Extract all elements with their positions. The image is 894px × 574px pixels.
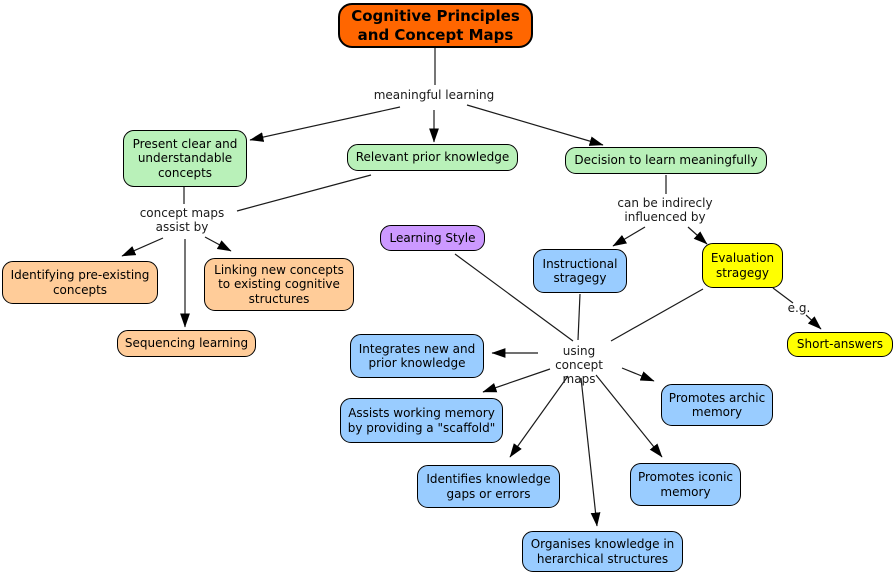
- edge-relevant-prior-to-assist-by: [236, 174, 372, 212]
- edge-using-to-organises: [580, 377, 601, 527]
- edge-using-to-promotes-archic: [621, 367, 655, 382]
- node-learning-style[interactable]: Learning Style: [380, 225, 485, 251]
- linking-phrase-meaningful-learning[interactable]: meaningful learning: [373, 88, 495, 102]
- edge-instructional-to-using: [577, 293, 581, 341]
- node-cognitive-principles-title-label: Cognitive Principles and Concept Maps: [351, 6, 520, 44]
- node-identifies-knowledge-gaps[interactable]: Identifies knowledge gaps or errors: [417, 465, 560, 508]
- node-evaluation-strategy[interactable]: Evaluation stragegy: [702, 243, 783, 288]
- node-learning-style-label: Learning Style: [389, 230, 476, 245]
- node-promotes-iconic-memory-label: Promotes iconic memory: [637, 470, 734, 499]
- node-identifying-preexisting-concepts[interactable]: Identifying pre-existing concepts: [2, 261, 158, 304]
- edge-evaluation-to-using: [610, 288, 704, 342]
- node-integrates-knowledge[interactable]: Integrates new and prior knowledge: [350, 334, 484, 378]
- node-instructional-strategy[interactable]: Instructional stragegy: [533, 249, 627, 293]
- node-linking-new-concepts[interactable]: Linking new concepts to existing cogniti…: [204, 258, 354, 311]
- node-identifies-knowledge-gaps-label: Identifies knowledge gaps or errors: [426, 472, 551, 501]
- node-sequencing-learning-label: Sequencing learning: [124, 336, 249, 351]
- node-linking-new-concepts-label: Linking new concepts to existing cogniti…: [214, 263, 344, 306]
- edge-assist-to-identifying: [121, 237, 164, 257]
- linking-phrase-indirectly-influenced-by[interactable]: can be indirecly influenced by: [617, 196, 713, 224]
- edge-eg-to-short-answers: [805, 314, 822, 330]
- node-short-answers[interactable]: Short-answers: [787, 332, 893, 357]
- linking-phrase-using-concept-maps[interactable]: using concept maps: [555, 344, 603, 386]
- linking-phrase-concept-maps-assist-by[interactable]: concept maps assist by: [139, 206, 225, 234]
- edge-meaningful-to-decision: [466, 104, 604, 146]
- node-organises-knowledge[interactable]: Organises knowledge in herarchical struc…: [522, 531, 683, 572]
- linking-phrase-eg[interactable]: e.g.: [787, 301, 811, 315]
- node-decision-learn-meaningfully[interactable]: Decision to learn meaningfully: [565, 147, 767, 174]
- node-instructional-strategy-label: Instructional stragegy: [542, 256, 618, 285]
- node-evaluation-strategy-label: Evaluation stragegy: [710, 251, 775, 280]
- node-relevant-prior-knowledge-label: Relevant prior knowledge: [355, 150, 510, 165]
- node-promotes-iconic-memory[interactable]: Promotes iconic memory: [630, 463, 741, 506]
- node-relevant-prior-knowledge[interactable]: Relevant prior knowledge: [347, 144, 518, 171]
- edge-meaningful-to-present-clear: [249, 106, 401, 142]
- node-promotes-archic-memory[interactable]: Promotes archic memory: [661, 384, 773, 426]
- node-cognitive-principles-title[interactable]: Cognitive Principles and Concept Maps: [338, 3, 533, 48]
- node-identifying-preexisting-concepts-label: Identifying pre-existing concepts: [10, 268, 150, 297]
- edge-assist-to-linking: [204, 236, 232, 252]
- node-organises-knowledge-label: Organises knowledge in herarchical struc…: [530, 537, 675, 566]
- edge-using-to-identifies: [509, 375, 569, 458]
- node-present-clear-concepts-label: Present clear and understandable concept…: [132, 137, 238, 180]
- node-decision-learn-meaningfully-label: Decision to learn meaningfully: [574, 153, 758, 168]
- edge-using-to-promotes-iconic: [595, 374, 663, 458]
- node-integrates-knowledge-label: Integrates new and prior knowledge: [358, 341, 476, 370]
- edge-influenced-to-instructional: [612, 226, 646, 247]
- node-present-clear-concepts[interactable]: Present clear and understandable concept…: [123, 130, 247, 187]
- node-sequencing-learning[interactable]: Sequencing learning: [117, 330, 256, 357]
- edge-influenced-to-evaluation: [687, 226, 708, 245]
- node-promotes-archic-memory-label: Promotes archic memory: [668, 390, 766, 419]
- node-assists-working-memory[interactable]: Assists working memory by providing a "s…: [340, 398, 503, 443]
- node-short-answers-label: Short-answers: [796, 337, 884, 352]
- node-assists-working-memory-label: Assists working memory by providing a "s…: [347, 406, 496, 435]
